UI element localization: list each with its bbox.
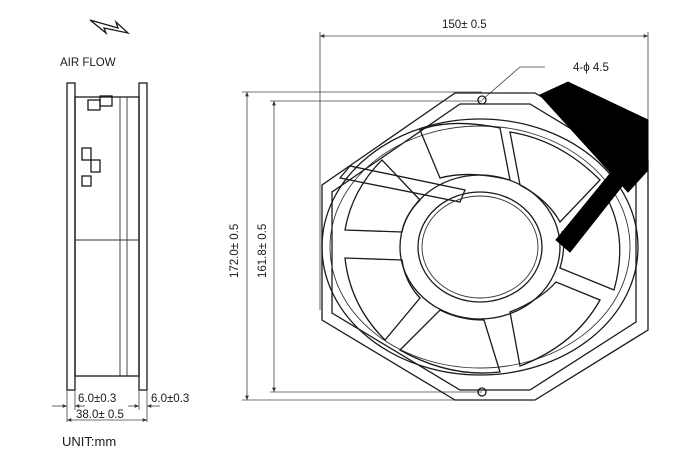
unit-label: UNIT:mm [62,434,116,449]
hub-outer [399,174,561,320]
width-dim: 150± 0.5 [442,19,487,31]
flange-right-dim: 6.0±0.3 [151,393,189,405]
lead-wire [555,163,631,253]
height-outer-dim: 172.0± 0.5 [229,224,241,278]
terminal-box [539,81,649,193]
height-inner-dim: 161.8± 0.5 [257,224,269,278]
holes-dim: 4-ϕ 4.5 [573,62,609,74]
fan-blades [344,122,621,374]
front-view: 150± 0.5 172.0± 0.5 161.8± 0.5 4-ϕ 4.5 [229,19,649,401]
left-flange [66,82,76,391]
hub-inner [417,191,543,303]
fan-body-side [74,96,140,377]
support-strut [338,165,466,203]
depth-dim: 38.0± 0.5 [76,409,124,421]
right-flange [138,82,148,391]
mount-hole-bottom [477,387,487,397]
mount-hole-top [477,95,487,105]
venturi-ring [321,118,639,376]
airflow-label: AIR FLOW [60,57,116,69]
flange-left-dim: 6.0±0.3 [78,393,116,405]
airflow-arrow-icon [89,19,131,36]
side-view: AIR FLOW 6.0±0.3 6.0±0.3 38.0± 0.5 [52,19,189,449]
terminal-blocks [81,95,113,187]
